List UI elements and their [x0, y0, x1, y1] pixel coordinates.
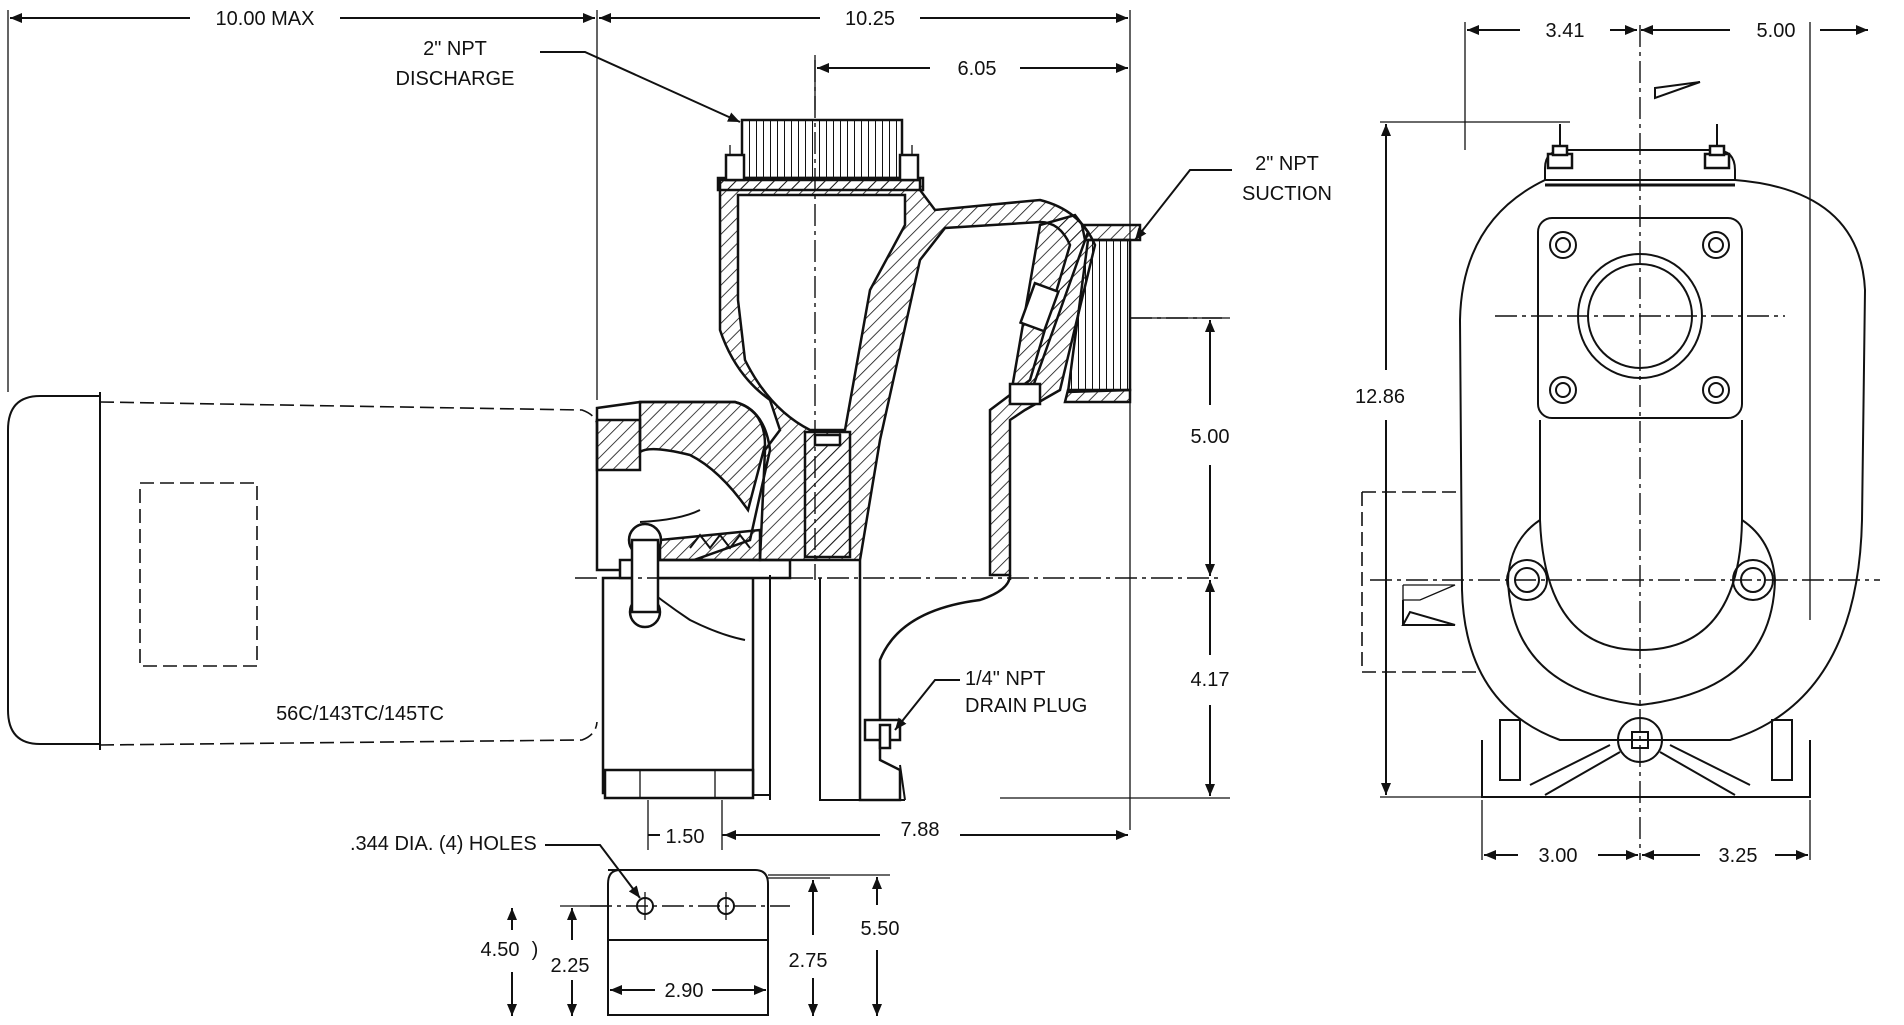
dim-2-75: 2.75	[789, 950, 828, 972]
dimension-block-height: 2.75	[768, 877, 830, 1016]
suction-label-line2: SUCTION	[1242, 183, 1332, 205]
dimension-hole-height: 2.25	[551, 905, 608, 1016]
motor-adapter	[595, 400, 772, 800]
dimension-suction-height: 5.00	[1130, 317, 1230, 576]
dimension-base-right: 3.25	[1642, 845, 1808, 867]
dimension-overall-height: 12.86	[1355, 124, 1405, 795]
dim-4-17: 4.17	[1191, 669, 1230, 691]
dim-3-41: 3.41	[1546, 20, 1585, 42]
dim-4-50: 4.50	[481, 939, 520, 961]
dimension-foot-to-end: 7.88	[724, 819, 1128, 841]
pump-foot-right	[753, 575, 906, 801]
discharge-callout: 2" NPT DISCHARGE	[396, 38, 741, 123]
dimension-suction-to-center: 6.05	[817, 58, 1128, 80]
dimension-motor-length: 10.00 MAX	[10, 8, 595, 30]
dim-3-25: 3.25	[1719, 845, 1758, 867]
dimension-foot-spacing: 1.50	[648, 826, 740, 848]
motor-outline: 56C/143TC/145TC	[7, 392, 598, 750]
dim-10-00-max: 10.00 MAX	[216, 8, 315, 30]
dimension-width-right: 5.00	[1641, 20, 1868, 42]
dim-5-50: 5.50	[861, 918, 900, 940]
side-view: 10.00 MAX 10.25 6.05 2" NPT DISCHARGE 2"…	[7, 8, 1332, 850]
dimension-base-left: 3.00	[1484, 845, 1638, 867]
dimension-overall-left: 4.50 )	[481, 908, 539, 1016]
drain-label-line2: DRAIN PLUG	[965, 695, 1087, 717]
dim-5-00-side: 5.00	[1191, 426, 1230, 448]
discharge-label-line2: DISCHARGE	[396, 68, 515, 90]
holes-label: .344 DIA. (4) HOLES	[350, 833, 537, 855]
dimension-block-width: 2.90	[610, 980, 766, 1002]
dimension-width-left: 3.41	[1467, 20, 1637, 42]
drain-label-line1: 1/4" NPT	[965, 668, 1045, 690]
dim-4-50-paren: )	[532, 939, 539, 961]
front-view: 3.41 5.00 12.86	[1355, 20, 1880, 867]
foot-detail: .344 DIA. (4) HOLES 4.50 ) 2.25 2.90 2.	[350, 833, 899, 1016]
discharge-label-line1: 2" NPT	[423, 38, 487, 60]
dimension-pump-length: 10.25	[599, 8, 1128, 30]
dim-3-00: 3.00	[1539, 845, 1578, 867]
pump-casing	[716, 118, 1142, 802]
suction-label-line1: 2" NPT	[1255, 153, 1319, 175]
volute-outline	[1458, 149, 1867, 741]
dim-2-90: 2.90	[665, 980, 704, 1002]
dim-6-05: 6.05	[958, 58, 997, 80]
dim-10-25: 10.25	[845, 8, 895, 30]
dimension-overall-right: 5.50	[768, 874, 900, 1016]
suction-callout: 2" NPT SUCTION	[1134, 153, 1332, 241]
dimension-shaft-height: 4.17	[1000, 580, 1230, 799]
drain-plug-callout: 1/4" NPT DRAIN PLUG	[894, 668, 1087, 731]
dim-1-50: 1.50	[666, 826, 705, 848]
dim-2-25: 2.25	[551, 955, 590, 977]
dim-12-86: 12.86	[1355, 386, 1405, 408]
motor-frame-label: 56C/143TC/145TC	[276, 703, 444, 725]
dim-5-00-front: 5.00	[1757, 20, 1796, 42]
shaft-and-seal	[618, 522, 792, 629]
dim-7-88: 7.88	[901, 819, 940, 841]
